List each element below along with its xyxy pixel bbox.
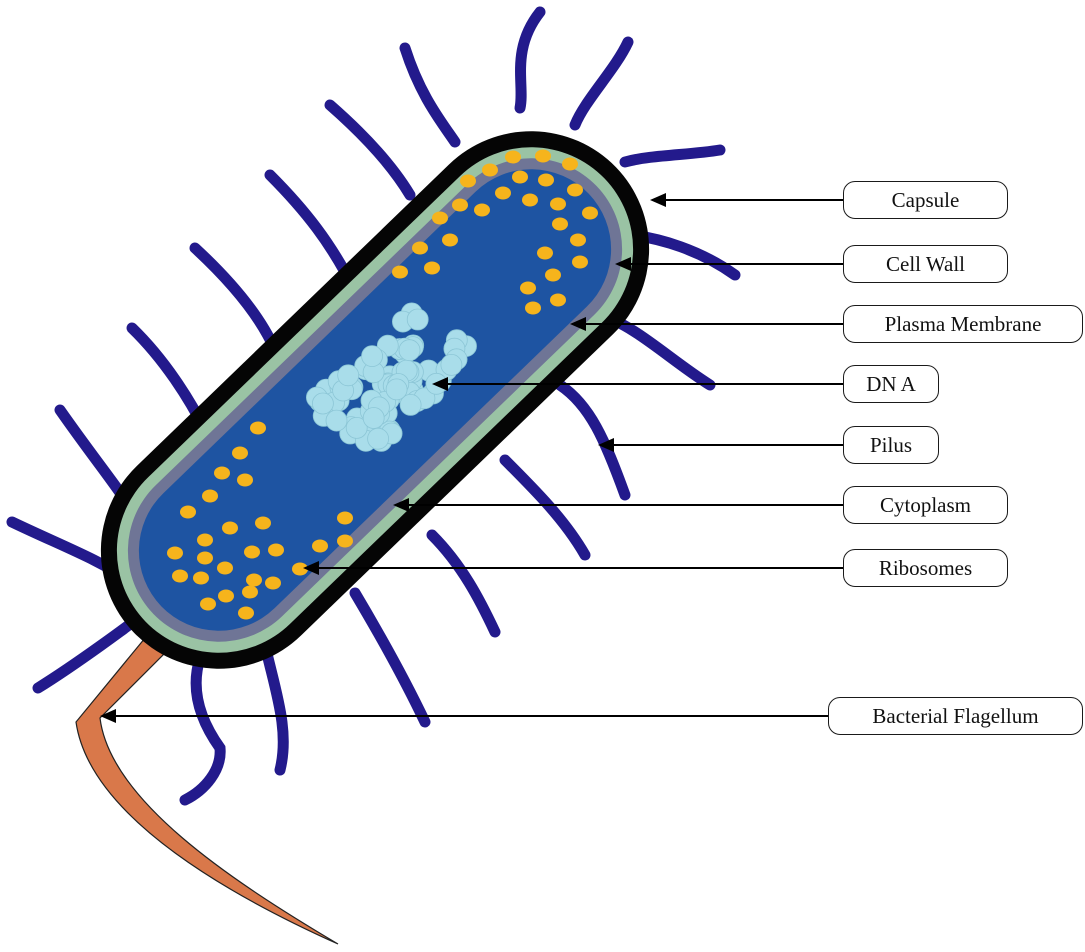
ribosome	[552, 218, 568, 231]
ribosome	[265, 577, 281, 590]
ribosome	[452, 199, 468, 212]
ribosome	[432, 212, 448, 225]
ribosome	[495, 187, 511, 200]
ribosome	[550, 294, 566, 307]
ribosome	[222, 522, 238, 535]
ribosome	[392, 266, 408, 279]
label-cell-wall: Cell Wall	[843, 245, 1008, 283]
ribosome	[242, 586, 258, 599]
pilus	[432, 535, 495, 632]
dna-bead	[407, 309, 428, 330]
pilus	[520, 12, 540, 108]
ribosome	[337, 535, 353, 548]
ribosome	[505, 151, 521, 164]
dna-bead	[338, 365, 359, 386]
ribosome	[337, 512, 353, 525]
ribosome	[197, 534, 213, 547]
ribosome	[545, 269, 561, 282]
ribosome	[255, 517, 271, 530]
pilus	[575, 42, 628, 125]
label-ribosomes: Ribosomes	[843, 549, 1008, 587]
ribosome	[218, 590, 234, 603]
pilus	[560, 385, 625, 495]
ribosome	[193, 572, 209, 585]
ribosome	[474, 204, 490, 217]
pilus	[270, 175, 345, 272]
pilus	[195, 248, 275, 350]
ribosome	[550, 198, 566, 211]
ribosome	[482, 164, 498, 177]
pilus	[265, 645, 283, 770]
dna-bead	[363, 408, 384, 429]
ribosome	[237, 474, 253, 487]
ribosome	[200, 598, 216, 611]
pilus	[505, 460, 585, 555]
ribosome	[535, 150, 551, 163]
ribosome	[525, 302, 541, 315]
label-dna: DN A	[843, 365, 939, 403]
ribosome	[238, 607, 254, 620]
ribosome	[460, 175, 476, 188]
ribosome	[312, 540, 328, 553]
ribosome	[424, 262, 440, 275]
ribosome	[214, 467, 230, 480]
ribosome	[572, 256, 588, 269]
ribosome	[537, 247, 553, 260]
ribosome	[232, 447, 248, 460]
pilus	[405, 48, 455, 142]
dna-bead	[441, 354, 462, 375]
ribosome	[202, 490, 218, 503]
dna-bead	[386, 379, 407, 400]
ribosome	[246, 574, 262, 587]
label-capsule: Capsule	[843, 181, 1008, 219]
ribosome	[570, 234, 586, 247]
ribosome	[567, 184, 583, 197]
ribosome	[180, 506, 196, 519]
dna-bead	[362, 346, 383, 367]
ribosome	[442, 234, 458, 247]
pilus	[330, 105, 410, 195]
ribosome	[562, 158, 578, 171]
label-pilus: Pilus	[843, 426, 939, 464]
ribosome	[512, 171, 528, 184]
ribosome	[250, 422, 266, 435]
dna-bead	[312, 393, 333, 414]
ribosome	[268, 544, 284, 557]
ribosome	[172, 570, 188, 583]
ribosome	[244, 546, 260, 559]
ribosome	[167, 547, 183, 560]
label-plasma-membrane: Plasma Membrane	[843, 305, 1083, 343]
label-bacterial-flagellum: Bacterial Flagellum	[828, 697, 1083, 735]
ribosome	[582, 207, 598, 220]
ribosome	[522, 194, 538, 207]
ribosome	[197, 552, 213, 565]
ribosome	[412, 242, 428, 255]
pilus	[355, 593, 425, 722]
ribosome	[217, 562, 233, 575]
ribosome	[538, 174, 554, 187]
dna-bead	[368, 428, 389, 449]
arrow-head	[650, 193, 666, 207]
label-cytoplasm: Cytoplasm	[843, 486, 1008, 524]
pilus	[625, 150, 720, 162]
ribosome	[520, 282, 536, 295]
dna-bead	[399, 340, 420, 361]
pilus	[185, 658, 220, 800]
dna-bead	[326, 410, 347, 431]
